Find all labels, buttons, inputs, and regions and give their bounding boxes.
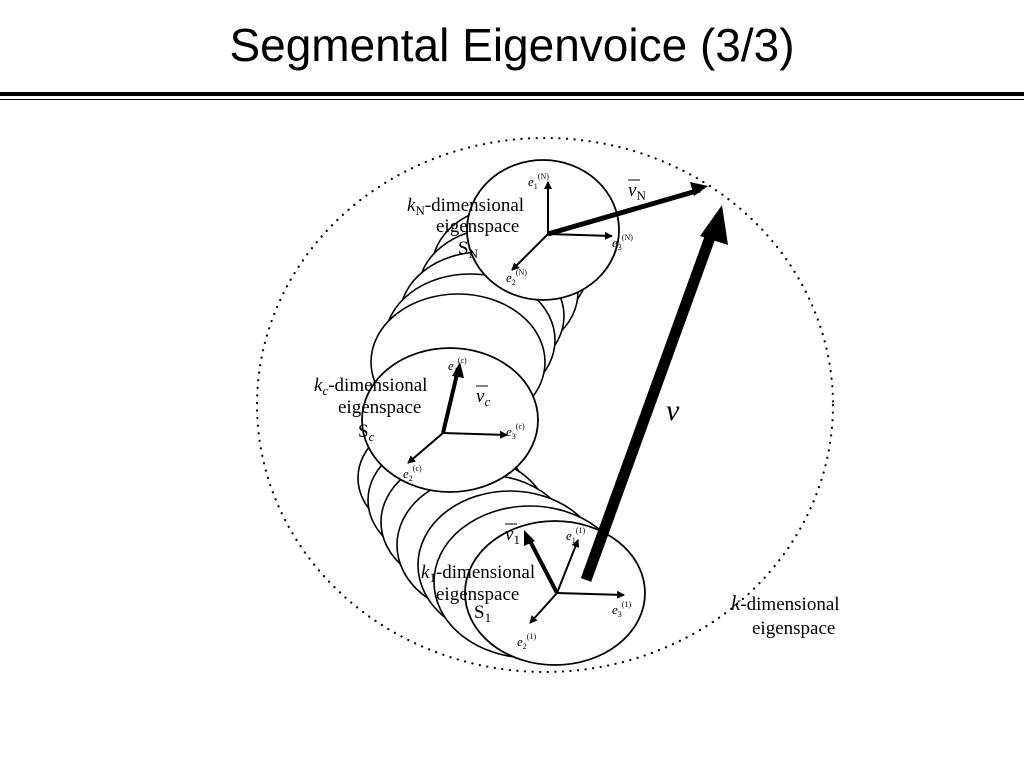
subspace-1-axes (529, 539, 625, 624)
title-rule-thick (0, 92, 1024, 96)
svg-text:kN-dimensional: kN-dimensional (407, 195, 524, 218)
svg-text:SN: SN (458, 238, 479, 261)
svg-text:e1(1): e1(1) (566, 526, 585, 545)
subspace-c-boundary (361, 347, 539, 493)
global-vector-arrowhead (700, 205, 728, 245)
svg-text:e3(1): e3(1) (612, 600, 631, 619)
svg-text:eigenspace: eigenspace (338, 397, 421, 418)
svg-text:e3(c): e3(c) (506, 422, 525, 441)
subspace-1-vector (527, 538, 559, 594)
svg-text:vN: vN (628, 180, 646, 203)
title-rule-thin (0, 99, 1024, 100)
svg-text:e2(1): e2(1) (517, 632, 536, 651)
svg-text:S1: S1 (474, 602, 491, 625)
global-vector-arrow (580, 230, 718, 582)
svg-text:e3(N): e3(N) (612, 233, 633, 252)
subspace-n-labels: kN-dimensional eigenspace SN e1(N) e3(N)… (407, 172, 646, 287)
slide-title: Segmental Eigenvoice (3/3) (229, 19, 795, 71)
svg-text:eigenspace: eigenspace (752, 618, 835, 639)
outer-space-label: k-dimensional eigenspace (731, 591, 840, 639)
subspace-1-labels: k1-dimensional eigenspace S1 e1(1) e3(1)… (421, 523, 631, 651)
subspace-n-boundary (466, 159, 620, 301)
svg-text:Sc: Sc (358, 421, 375, 444)
svg-text:eigenspace: eigenspace (436, 584, 519, 605)
svg-text:kc-dimensional: kc-dimensional (314, 375, 427, 398)
svg-text:k-dimensional: k-dimensional (731, 591, 840, 615)
svg-text:v1: v1 (505, 524, 520, 547)
subspace-c-labels: kc-dimensional eigenspace Sc e1(c) e3(c)… (314, 356, 525, 483)
svg-text:e1(N): e1(N) (528, 172, 549, 191)
svg-text:k1-dimensional: k1-dimensional (421, 562, 535, 585)
global-vector-label: v (666, 394, 680, 427)
subspace-c-vector (441, 369, 460, 434)
svg-text:vc: vc (476, 386, 490, 409)
subspace-c-vector-head (452, 362, 464, 378)
svg-text:eigenspace: eigenspace (436, 216, 519, 237)
subspace-n-vector-head (690, 182, 708, 196)
subspace-n-vector (547, 187, 701, 237)
subspace-1-vector-head (524, 530, 535, 546)
svg-text:e2(N): e2(N) (506, 268, 527, 287)
svg-text:e1(c): e1(c) (448, 356, 467, 375)
outer-eigenspace-boundary (255, 136, 835, 674)
subspace-c-axes (407, 430, 508, 464)
svg-text:e2(c): e2(c) (403, 464, 422, 483)
subspace-n-axes (511, 181, 613, 271)
